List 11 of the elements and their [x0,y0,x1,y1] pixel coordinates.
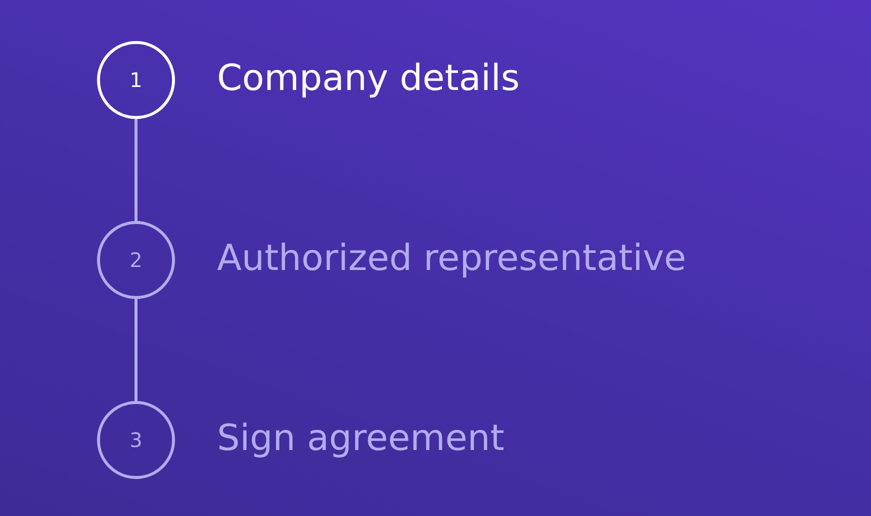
step-label: Company details [217,58,520,100]
connector-line [134,298,138,402]
step-number: 1 [130,70,142,90]
step-circle [97,41,175,119]
step-circle [97,401,175,479]
step-number: 3 [130,430,142,450]
connector-line [134,118,138,222]
step-label: Sign agreement [217,418,504,460]
step-circle [97,221,175,299]
step-number: 2 [130,250,142,270]
step-label: Authorized representative [217,238,686,280]
